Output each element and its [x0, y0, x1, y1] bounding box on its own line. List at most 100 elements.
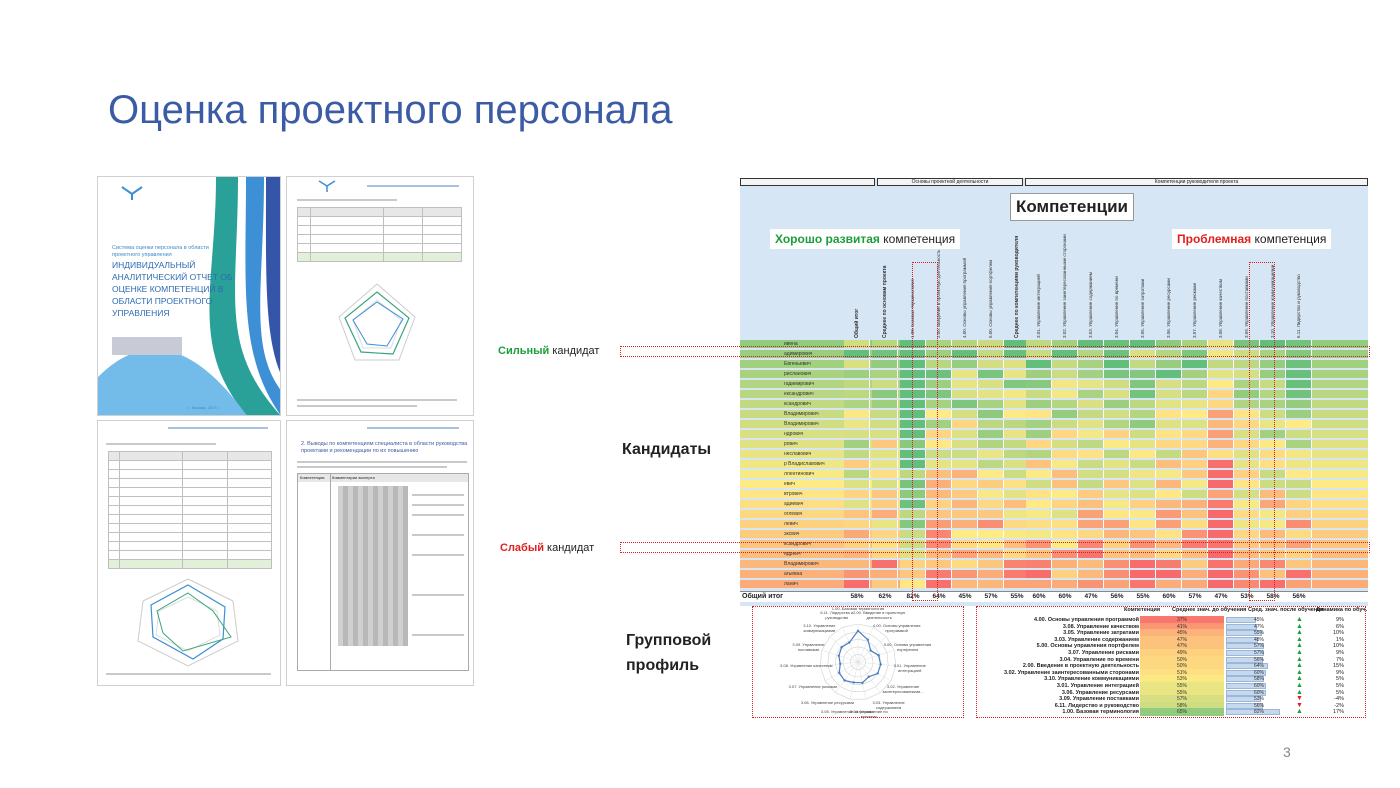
heatmap-cell [1260, 520, 1286, 528]
heatmap-cell [1026, 350, 1052, 358]
radar-axis-label: 6.11. Лидерство и руководство [820, 610, 854, 621]
heatmap-cell [1260, 420, 1286, 428]
heatmap-cell [1182, 440, 1208, 448]
heatmap-cell [844, 340, 870, 348]
heatmap-cell [1286, 340, 1312, 348]
heatmap-cell [1078, 500, 1104, 508]
heatmap-cell [952, 520, 978, 528]
heatmap-cell [1130, 490, 1156, 498]
candidate-name: втрович [784, 491, 803, 497]
heatmap-cell [1156, 360, 1182, 368]
heatmap-cell [1286, 440, 1312, 448]
candidate-row: адиевич [740, 500, 1368, 508]
problem-competency-column-highlight [1249, 262, 1275, 601]
heatmap-cell [900, 350, 926, 358]
heatmap-cell [1052, 550, 1078, 558]
heatmap-cell [844, 510, 870, 518]
total-value: 47% [1084, 593, 1098, 600]
heatmap-cell [952, 410, 978, 418]
report-cover-page: Система оценки персонала в области проек… [97, 176, 281, 416]
total-value: 55% [1010, 593, 1024, 600]
dynamics-after-value: 60% [1226, 682, 1292, 690]
dynamics-after-bar [1226, 689, 1266, 696]
dynamics-change-value: 5% [1336, 676, 1344, 683]
candidate-row: неславович [740, 450, 1368, 458]
radar-spoke [857, 661, 892, 682]
heatmap-column-label: 3.03. Управление содержанием [1088, 272, 1093, 338]
heatmap-cell [872, 530, 898, 538]
heatmap-cell [1156, 580, 1182, 588]
candidate-row: рович [740, 440, 1368, 448]
heatmap-cell [844, 410, 870, 418]
heatmap-cell [1026, 520, 1052, 528]
heatmap-cell [1078, 390, 1104, 398]
competencies-label: Компетенции [1010, 193, 1135, 221]
heatmap-cell [926, 370, 952, 378]
total-value: 62% [878, 593, 892, 600]
heatmap-cell [1182, 520, 1208, 528]
candidate-name: эксвич [784, 531, 800, 537]
heatmap-cell [1078, 380, 1104, 388]
heatmap-cell [1286, 460, 1312, 468]
heatmap-cell [1026, 500, 1052, 508]
heatmap-cell [900, 510, 926, 518]
dynamics-after-value: 60% [1226, 669, 1292, 677]
radar-spoke [829, 636, 859, 663]
dynamics-competency-name: 3.09. Управление поставками [1059, 696, 1139, 703]
heatmap-cell [1156, 550, 1182, 558]
heatmap-cell [872, 520, 898, 528]
heatmap-cell [900, 450, 926, 458]
heatmap-cell [1156, 570, 1182, 578]
total-value: 60% [1032, 593, 1046, 600]
heatmap-cell [1078, 410, 1104, 418]
heatmap-cell [1208, 490, 1234, 498]
heatmap-cell [926, 380, 952, 388]
heatmap-cell [952, 370, 978, 378]
heatmap-cell [844, 380, 870, 388]
dynamics-after-value: 45% [1226, 616, 1292, 624]
heatmap-cell [1052, 360, 1078, 368]
arrow-up-icon: ▲ [1296, 708, 1303, 716]
heatmap-cell [1286, 540, 1312, 548]
heatmap-cell [1234, 550, 1260, 558]
heatmap-cell [1026, 390, 1052, 398]
heatmap-cell [1104, 550, 1130, 558]
dynamics-after-bar [1226, 643, 1264, 650]
heatmap-cell [900, 470, 926, 478]
dynamics-competency-name: 6.11. Лидерство и руководство [1054, 702, 1139, 709]
heatmap-cell [1026, 360, 1052, 368]
heatmap-cell [1208, 520, 1234, 528]
heatmap-cell [1260, 460, 1286, 468]
radar-axis-label: 3.10. Управление коммуникациями [803, 623, 836, 634]
heatmap-cell [1078, 420, 1104, 428]
heatmap-cell [1052, 530, 1078, 538]
candidate-name: адимирович [784, 351, 813, 357]
heatmap-column-label: 4.00. Основы управления программой [962, 258, 967, 338]
heatmap-cell [1286, 580, 1312, 588]
dynamics-before-value: 55% [1140, 688, 1224, 697]
radar-spoke [824, 661, 859, 682]
total-value: 57% [984, 593, 998, 600]
heatmap-cell [1130, 540, 1156, 548]
arrow-down-icon: ▼ [1296, 695, 1303, 703]
heatmap-cell [1104, 580, 1130, 588]
heatmap-cell [1026, 400, 1052, 408]
heatmap-cell [1286, 560, 1312, 568]
radar-grid-ring [819, 623, 897, 700]
heatmap-cell [926, 580, 952, 588]
radar-point [869, 649, 872, 652]
heatmap-cell [1234, 340, 1260, 348]
heatmap-cell [1260, 480, 1286, 488]
heatmap-cell [926, 500, 952, 508]
page4-table: Компетенция Комментарии эксперта [297, 473, 469, 671]
heatmap-cell [1026, 430, 1052, 438]
arrow-up-icon: ▲ [1296, 668, 1303, 676]
heatmap-cell [1026, 530, 1052, 538]
heatmap-cell [1026, 470, 1052, 478]
heatmap-cell [872, 490, 898, 498]
dynamics-competency-name: 5.00. Основы управления портфелем [1036, 643, 1139, 650]
